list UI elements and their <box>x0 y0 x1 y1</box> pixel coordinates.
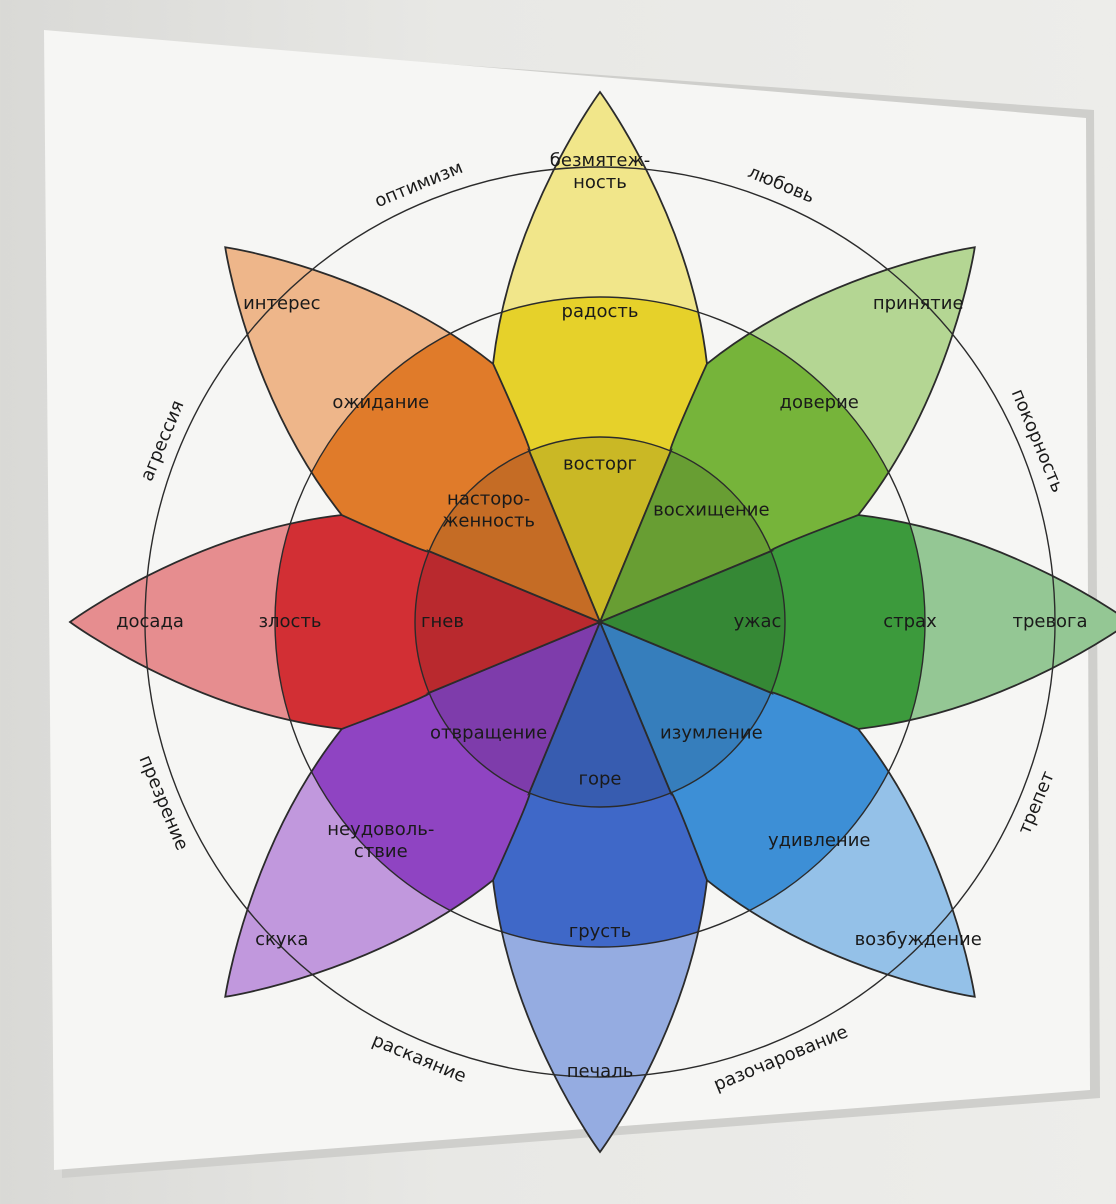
petal-anticipation <box>224 246 602 624</box>
label-surprise-inner: изумление <box>660 722 763 743</box>
label-fear-middle: страх <box>883 611 937 632</box>
petal-disgust <box>224 620 602 998</box>
label-disgust-outer: скука <box>255 929 308 950</box>
petal-anticipation-inner <box>415 437 600 622</box>
label-joy-middle: радость <box>562 301 639 322</box>
label-anticipation-outer: интерес <box>243 293 320 314</box>
label-anticipation-inner: насторо-женность <box>442 489 535 532</box>
label-trust-middle: доверие <box>780 392 859 413</box>
label-sadness-middle: грусть <box>569 921 632 942</box>
label-anger-middle: злость <box>258 611 321 632</box>
label-surprise-middle: удивление <box>768 830 871 851</box>
label-anger-outer: досада <box>116 611 184 632</box>
middle-ring <box>274 296 926 948</box>
label-sadness-outer: печаль <box>567 1061 634 1082</box>
label-trust-inner: восхищение <box>653 500 769 521</box>
petal-disgust-inner <box>415 622 600 807</box>
petal-surprise-inner <box>600 622 785 807</box>
petal-anger-inner <box>415 515 600 729</box>
label-joy-outer: безмятеж-ность <box>550 150 650 193</box>
petal-anger <box>68 514 603 730</box>
outer-ring <box>144 166 1056 1078</box>
label-fear-inner: ужас <box>734 611 782 632</box>
label-anticipation-middle: ожидание <box>332 392 429 413</box>
label-anger-inner: гнев <box>421 611 464 632</box>
petal-fear <box>597 514 1116 730</box>
label-joy-inner: восторг <box>563 454 637 475</box>
petal-anticipation-outline <box>224 246 602 624</box>
label-disgust-middle: неудоволь-ствие <box>327 819 434 862</box>
label-disgust-inner: отвращение <box>430 722 547 743</box>
label-sadness-inner: горе <box>579 769 622 790</box>
label-surprise-outer: возбуждение <box>855 929 982 950</box>
petal-fear-inner <box>600 515 785 729</box>
petal-joy-inner <box>493 437 707 622</box>
wheel-group <box>68 90 1116 1154</box>
petal-joy <box>492 90 708 625</box>
label-trust-outer: принятие <box>873 293 964 314</box>
inner-ring <box>414 436 786 808</box>
petal-sadness-inner <box>493 622 707 807</box>
petal-trust-inner <box>600 437 785 622</box>
label-fear-outer: тревога <box>1012 611 1087 632</box>
petal-sadness <box>492 619 708 1154</box>
